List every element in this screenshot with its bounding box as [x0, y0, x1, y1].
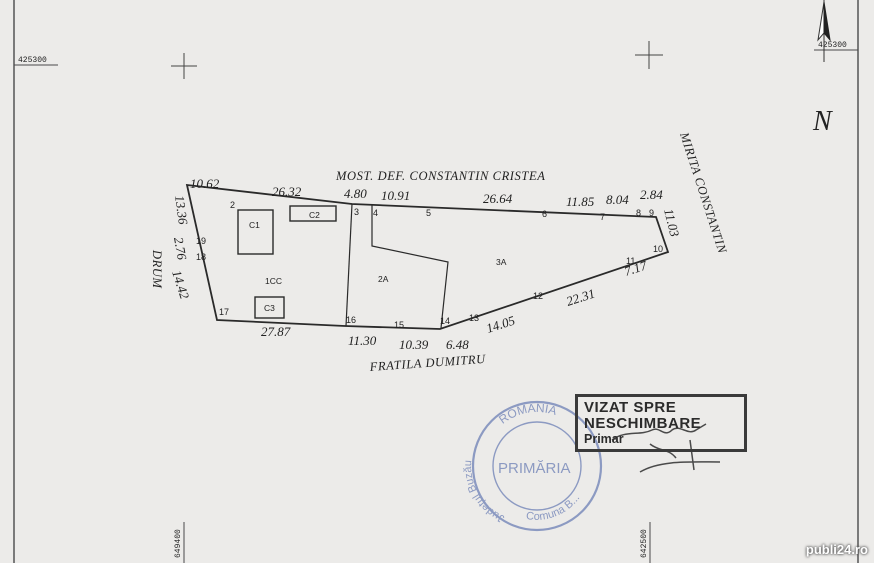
lot-label-c3: C3: [264, 303, 275, 313]
grid-cross-right: [635, 41, 663, 69]
point-8: 8: [636, 208, 641, 218]
division-line-2a: [345, 203, 353, 327]
dim-d3: 4.80: [344, 186, 367, 201]
point-13: 13: [469, 313, 479, 323]
dim-d6: 11.85: [566, 194, 595, 209]
dim-d8: 2.84: [640, 187, 663, 202]
dim-d16: 27.87: [261, 324, 291, 339]
approval-stamp: VIZAT SPRE NESCHIMBARE Primar: [575, 394, 747, 452]
seal-center-text: PRIMĂRIA: [498, 460, 571, 477]
dim-d1: 10.62: [190, 176, 220, 191]
point-12: 12: [533, 291, 543, 301]
north-arrow-icon: [817, 0, 831, 62]
grid-cross-left: [171, 53, 197, 79]
watermark: publi24.ro: [805, 542, 868, 557]
point-16: 16: [346, 315, 356, 325]
point-14: 14: [440, 316, 450, 326]
dim-d2: 26.32: [272, 184, 302, 199]
stamp-line-2: NESCHIMBARE: [584, 415, 702, 432]
point-6: 6: [542, 209, 547, 219]
point-10: 10: [653, 244, 663, 254]
point-3: 3: [354, 207, 359, 217]
point-7: 7: [600, 212, 605, 222]
lot-label-c2: C2: [309, 210, 320, 220]
lot-label-c1: C1: [249, 220, 260, 230]
point-5: 5: [426, 208, 431, 218]
point-17: 17: [219, 307, 229, 317]
dim-d10: 7.17: [622, 257, 649, 278]
point-4: 4: [373, 208, 378, 218]
building-c2: [289, 205, 337, 222]
coord-bottom-right: 642500: [640, 529, 649, 558]
point-9: 9: [649, 208, 654, 218]
building-c3: [254, 296, 285, 319]
point-15: 15: [394, 320, 404, 330]
lot-label-2a: 2A: [378, 274, 389, 284]
coord-top-right: 425300: [818, 41, 847, 50]
dim-d5: 26.64: [483, 191, 513, 206]
coord-top-left: 425300: [18, 56, 47, 65]
neighbor-top: MOST. DEF. CONSTANTIN CRISTEA: [335, 169, 545, 183]
stamp-line-1: VIZAT SPRE: [584, 399, 677, 416]
point-18: 18: [196, 252, 206, 262]
neighbor-left: DRUM: [150, 249, 164, 289]
dim-d7: 8.04: [606, 192, 629, 207]
dim-d15: 11.30: [348, 333, 377, 348]
lot-label-1cc: 1CC: [265, 276, 282, 286]
coord-bottom-left: 649400: [174, 529, 183, 558]
lot-label-3a: 3A: [496, 257, 507, 267]
dim-d14: 10.39: [399, 337, 429, 352]
dim-d18: 2.76: [171, 236, 190, 262]
point-11: 11: [626, 256, 635, 266]
building-c1: [237, 209, 274, 255]
point-19: 19: [196, 236, 206, 246]
dim-d9: 11.03: [661, 207, 683, 239]
north-label: N: [812, 106, 833, 137]
point-2: 2: [230, 200, 235, 210]
dim-d13: 6.48: [446, 337, 469, 352]
stamp-line-3: Primar: [584, 432, 624, 446]
division-line-3a: [371, 204, 449, 329]
dim-d19: 13.36: [172, 194, 191, 226]
dim-d4: 10.91: [381, 188, 410, 203]
parcel-outline: [185, 183, 670, 330]
